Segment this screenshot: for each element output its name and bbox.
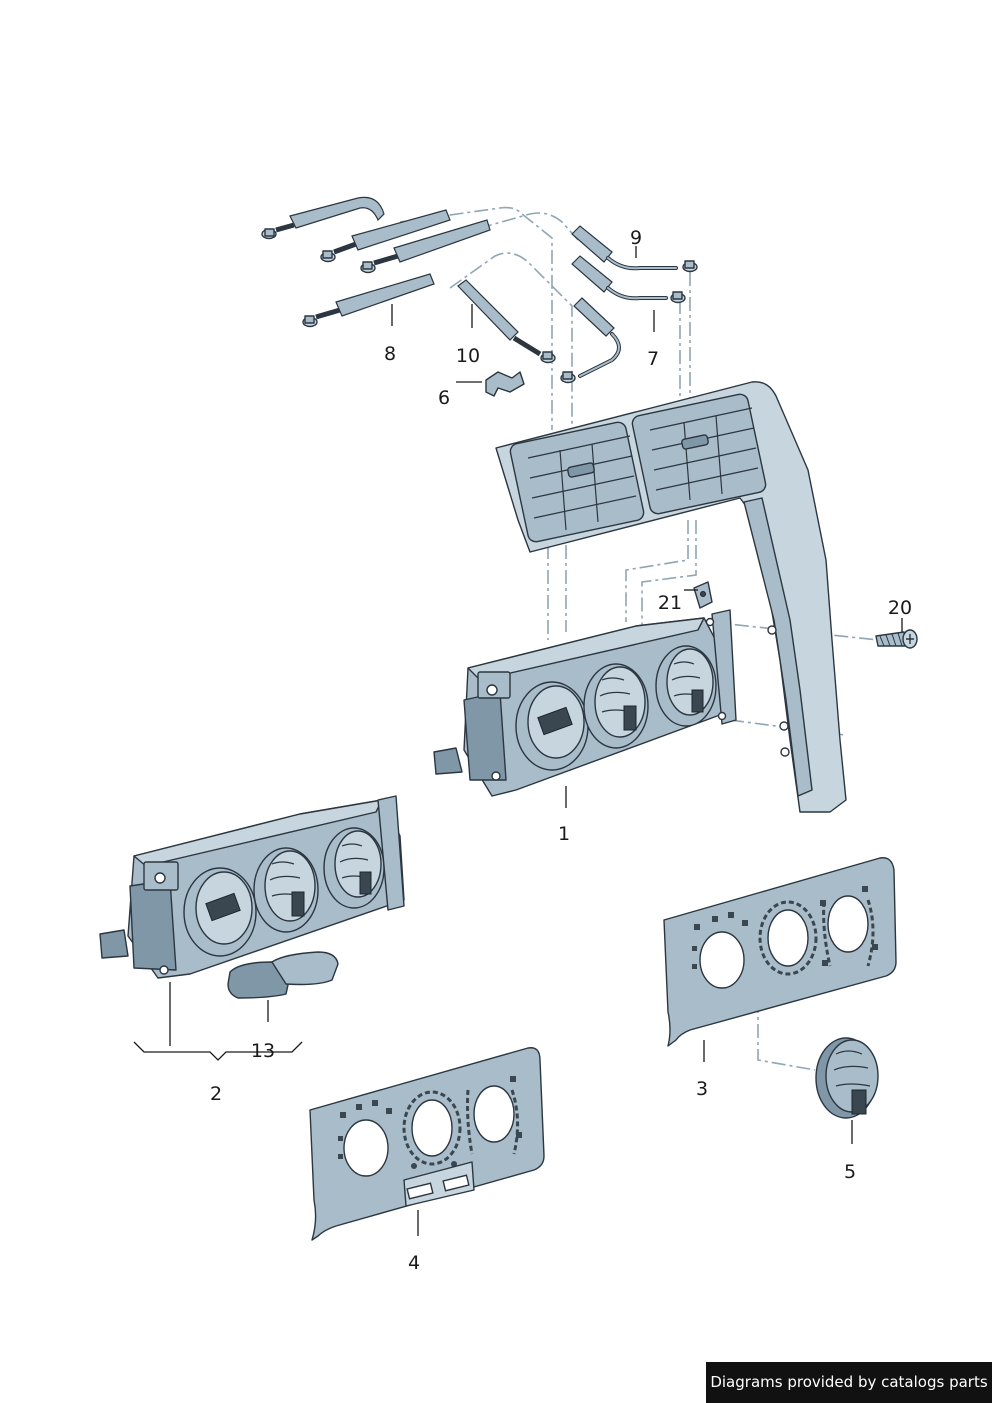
control-unit-2 — [99, 795, 405, 999]
knob-left-unit2 — [183, 867, 257, 957]
knob-right-unit1 — [655, 645, 717, 727]
knob-mid-unit1 — [583, 663, 649, 749]
cable-10 — [457, 279, 556, 364]
screw-20 — [875, 629, 918, 649]
cable-lower-bent — [560, 297, 621, 384]
callout-8: 8 — [384, 343, 396, 365]
cable-9 — [571, 225, 698, 273]
callout-6: 6 — [438, 387, 450, 409]
knob-5 — [815, 1037, 879, 1119]
faceplate-3 — [663, 857, 897, 1047]
callout-21: 21 — [658, 592, 682, 614]
faceplate-4 — [309, 1047, 545, 1241]
switch-buttons-13 — [227, 951, 339, 999]
bowden-cable-upper-left — [261, 196, 385, 240]
credit-banner: Diagrams provided by catalogs parts — [706, 1362, 992, 1403]
knob-mid-unit2 — [253, 847, 319, 933]
callout-5: 5 — [844, 1161, 856, 1183]
callout-10: 10 — [456, 345, 480, 367]
knob-right-unit2 — [323, 827, 385, 909]
control-unit-1 — [433, 609, 737, 797]
callout-1: 1 — [558, 823, 570, 845]
dashboard-vent-panel — [495, 381, 847, 813]
callout-9: 9 — [630, 227, 642, 249]
callout-2: 2 — [210, 1083, 222, 1105]
callout-4: 4 — [408, 1252, 420, 1274]
clip-6 — [485, 371, 525, 397]
cable-set — [261, 196, 698, 397]
knob-left-unit1 — [515, 681, 589, 771]
bowden-cable-upper-mid — [320, 209, 451, 263]
leader-lines — [133, 246, 903, 1236]
callout-13: 13 — [251, 1040, 275, 1062]
bowden-cable-middle — [360, 219, 491, 274]
cable-8 — [302, 273, 435, 328]
callout-20: 20 — [888, 597, 912, 619]
callout-3: 3 — [696, 1078, 708, 1100]
callout-labels: 9 8 10 7 6 21 20 1 13 2 3 5 4 — [210, 227, 912, 1274]
cable-7 — [571, 255, 686, 304]
callout-7: 7 — [647, 348, 659, 370]
